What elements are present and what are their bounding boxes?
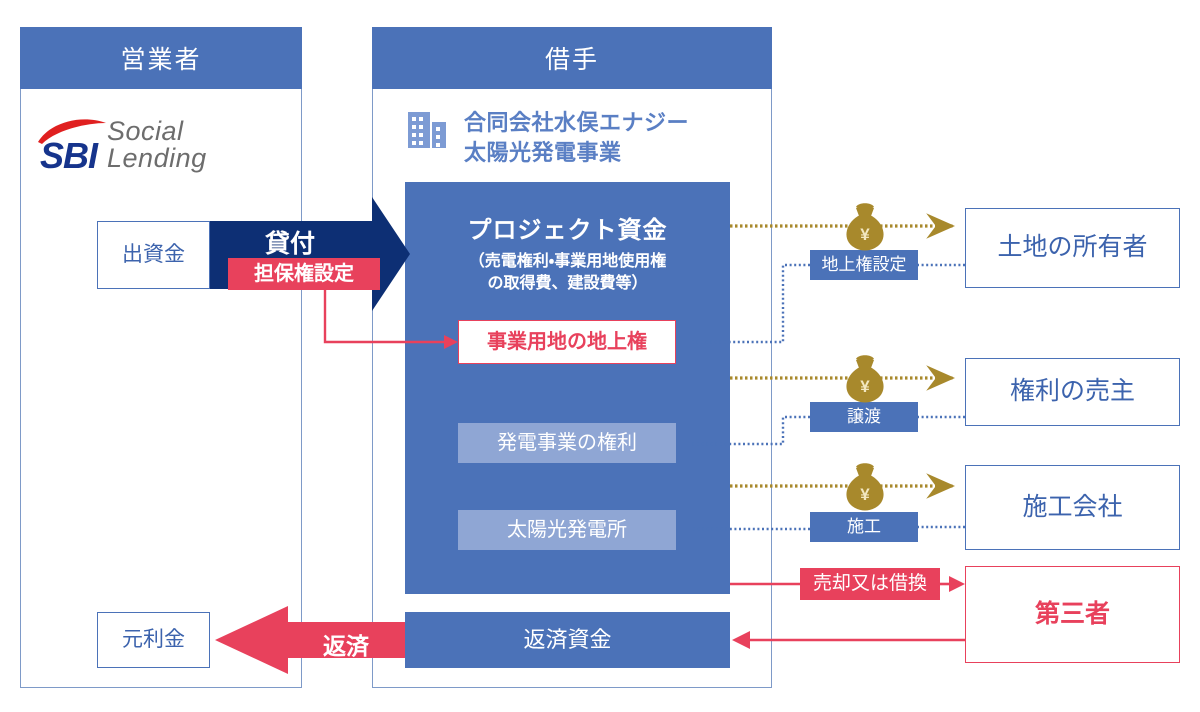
sale-or-refinance-badge: 売却又は借換 bbox=[800, 568, 940, 600]
asset-solar-plant-box: 太陽光発電所 bbox=[458, 510, 676, 550]
repayment-arrow-text: 返済 bbox=[323, 633, 369, 659]
relation-land-surface-rights-badge: 地上権設定 bbox=[810, 250, 918, 280]
counterparty-construction-company-label: 施工会社 bbox=[1022, 492, 1123, 521]
collateral-badge-label: 担保権設定 bbox=[254, 262, 354, 285]
svg-text:¥: ¥ bbox=[860, 225, 870, 244]
investment-box: 出資金 bbox=[97, 221, 210, 289]
money-bag-icon: ¥ bbox=[846, 463, 884, 511]
asset-land-surface-rights-label: 事業用地の地上権 bbox=[487, 330, 647, 353]
collateral-badge: 担保権設定 bbox=[228, 258, 380, 290]
borrower-company-name: 合同会社水俣エナジー 太陽光発電事業 bbox=[464, 108, 754, 167]
project-funds-subtitle-line2: の取得費、建設費等） bbox=[487, 274, 648, 292]
principal-interest-box: 元利金 bbox=[97, 612, 210, 668]
relation-construction-label: 施工 bbox=[847, 517, 881, 537]
svg-text:¥: ¥ bbox=[860, 377, 870, 396]
loan-arrow-label: 貸付 bbox=[215, 224, 365, 260]
counterparty-third-party-label: 第三者 bbox=[1034, 599, 1110, 628]
asset-solar-plant-label: 太陽光発電所 bbox=[507, 518, 627, 541]
repayment-arrow-label: 返済 bbox=[286, 627, 406, 661]
sbi-swoosh-icon bbox=[38, 119, 106, 144]
counterparty-land-owner-box: 土地の所有者 bbox=[965, 208, 1180, 288]
sbi-logo-subtext: Social Lending bbox=[107, 116, 207, 173]
money-bag-icon: ¥ bbox=[846, 355, 884, 403]
building-icon bbox=[408, 112, 446, 148]
relation-transfer-label: 譲渡 bbox=[847, 407, 881, 427]
borrower-panel-title: 借手 bbox=[544, 46, 599, 74]
counterparty-third-party-box: 第三者 bbox=[965, 566, 1180, 663]
borrower-company-name-line1: 合同会社水俣エナジー bbox=[464, 110, 690, 135]
sbi-social-lending-logo: SBI Social Lending bbox=[38, 118, 290, 176]
asset-power-business-rights-label: 発電事業の権利 bbox=[497, 431, 637, 454]
operator-panel-header: 営業者 bbox=[20, 27, 302, 89]
asset-power-business-rights-box: 発電事業の権利 bbox=[458, 423, 676, 463]
borrower-panel-header: 借手 bbox=[372, 27, 772, 89]
relation-land-surface-rights-label: 地上権設定 bbox=[821, 255, 907, 275]
money-bag-icon: ¥ bbox=[846, 203, 884, 251]
investment-box-label: 出資金 bbox=[122, 242, 185, 266]
relation-construction-badge: 施工 bbox=[810, 512, 918, 542]
borrower-company-name-line2: 太陽光発電事業 bbox=[464, 139, 622, 165]
repayment-funds-label: 返済資金 bbox=[523, 627, 612, 653]
operator-panel-title: 営業者 bbox=[120, 46, 202, 74]
operator-panel bbox=[20, 27, 302, 688]
project-funds-subtitle-line1: （売電権利・事業用地使用権 bbox=[468, 253, 667, 270]
asset-land-surface-rights-box: 事業用地の地上権 bbox=[458, 320, 676, 364]
sale-or-refinance-label: 売却又は借換 bbox=[812, 573, 927, 595]
sbi-wordmark: SBI bbox=[40, 135, 98, 176]
counterparty-land-owner-label: 土地の所有者 bbox=[997, 233, 1148, 262]
counterparty-construction-company-box: 施工会社 bbox=[965, 465, 1180, 550]
loan-arrow-text: 貸付 bbox=[264, 230, 315, 258]
counterparty-rights-seller-box: 権利の売主 bbox=[965, 358, 1180, 426]
counterparty-rights-seller-label: 権利の売主 bbox=[1009, 377, 1135, 406]
relation-transfer-badge: 譲渡 bbox=[810, 402, 918, 432]
project-funds-title: プロジェクト資金 bbox=[467, 217, 668, 244]
repayment-funds-box: 返済資金 bbox=[405, 612, 730, 668]
svg-text:¥: ¥ bbox=[860, 485, 870, 504]
principal-interest-label: 元利金 bbox=[122, 627, 185, 651]
